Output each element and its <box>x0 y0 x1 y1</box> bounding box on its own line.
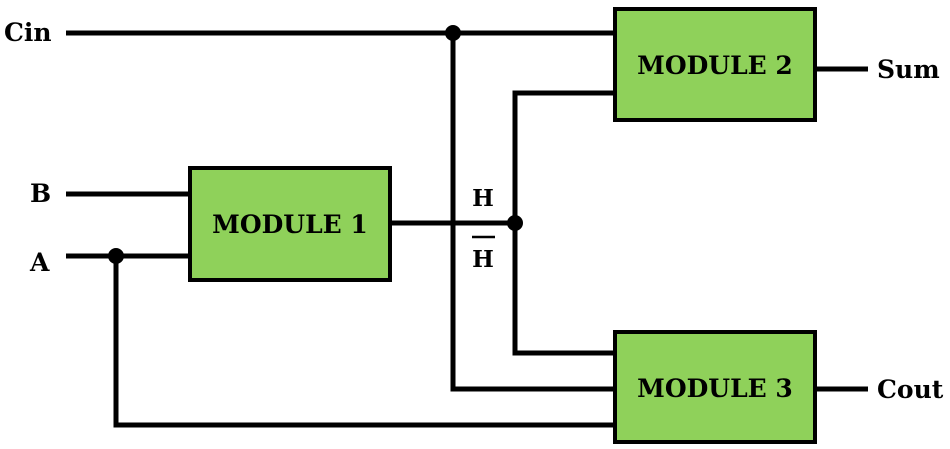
module-2-label: MODULE 2 <box>637 51 793 80</box>
wire-h-to-module2 <box>512 90 615 356</box>
junction-cin <box>445 25 461 41</box>
junction-h <box>507 215 523 231</box>
module-3: MODULE 3 <box>613 330 817 444</box>
input-cin-label: Cin <box>4 18 52 47</box>
input-a-label: A <box>29 248 50 277</box>
output-sum-label: Sum <box>877 55 940 84</box>
signal-h-label: H <box>472 185 494 212</box>
junction-a <box>108 248 124 264</box>
module-2: MODULE 2 <box>613 7 817 122</box>
wire-a-to-module3 <box>113 256 615 428</box>
module-1: MODULE 1 <box>188 166 392 282</box>
junctions <box>108 25 523 264</box>
output-cout-label: Cout <box>877 375 944 404</box>
module-3-label: MODULE 3 <box>637 374 793 403</box>
module-1-label: MODULE 1 <box>212 210 368 239</box>
signal-h-bar-label: H <box>472 246 494 273</box>
wire-cin-to-module3 <box>450 33 615 392</box>
input-b-label: B <box>30 179 51 208</box>
